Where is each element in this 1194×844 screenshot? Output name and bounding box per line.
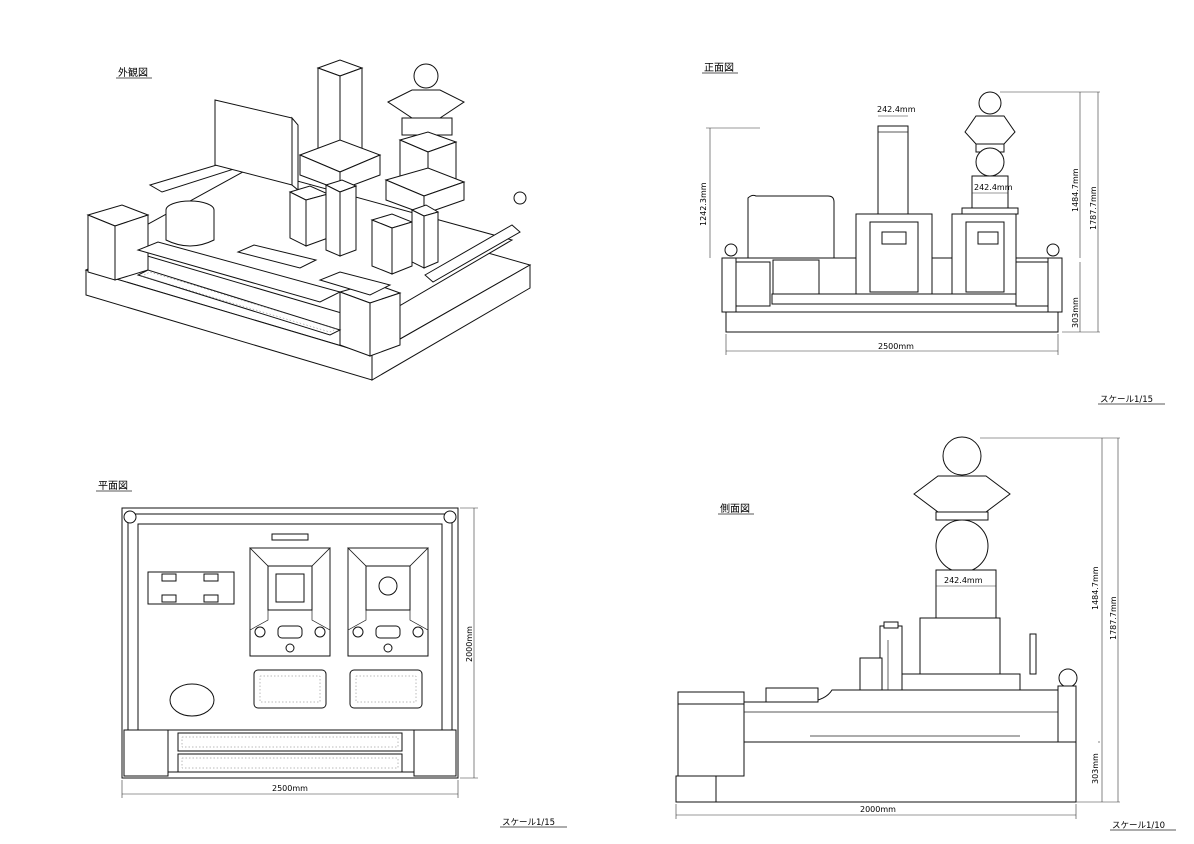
front-title: 正面図 — [704, 62, 734, 74]
side-tower-height: 1484.7mm — [1091, 566, 1100, 610]
side-col-width: 242.4mm — [944, 576, 983, 585]
side-width: 2000mm — [860, 805, 896, 814]
front-tower-height: 1484.7mm — [1071, 168, 1080, 212]
front-view: 正面図 242.4mm 242.4mm — [699, 62, 1165, 405]
front-col-width-mid: 242.4mm — [974, 183, 1013, 192]
plan-view: 平面図 — [96, 480, 567, 828]
front-width: 2500mm — [878, 342, 914, 351]
perspective-view: 外観図 — [84, 59, 532, 381]
plan-title: 平面図 — [98, 480, 128, 492]
plan-width: 2500mm — [272, 784, 308, 793]
side-view: 側面図 242.4mm 1484.7mm 1787.7mm — [675, 436, 1176, 831]
side-base-height: 303mm — [1091, 753, 1100, 784]
front-left-height: 1242.3mm — [699, 182, 708, 226]
plan-depth: 2000mm — [465, 626, 474, 662]
front-col-width-top: 242.4mm — [877, 105, 916, 114]
plan-scale: スケール1/15 — [502, 818, 555, 828]
perspective-title: 外観図 — [118, 66, 148, 79]
side-total-height: 1787.7mm — [1109, 596, 1118, 640]
front-scale: スケール1/15 — [1100, 395, 1153, 405]
front-base-height: 303mm — [1071, 297, 1080, 328]
side-title: 側面図 — [720, 502, 750, 515]
side-scale: スケール1/10 — [1112, 821, 1165, 831]
front-total-height: 1787.7mm — [1089, 186, 1098, 230]
